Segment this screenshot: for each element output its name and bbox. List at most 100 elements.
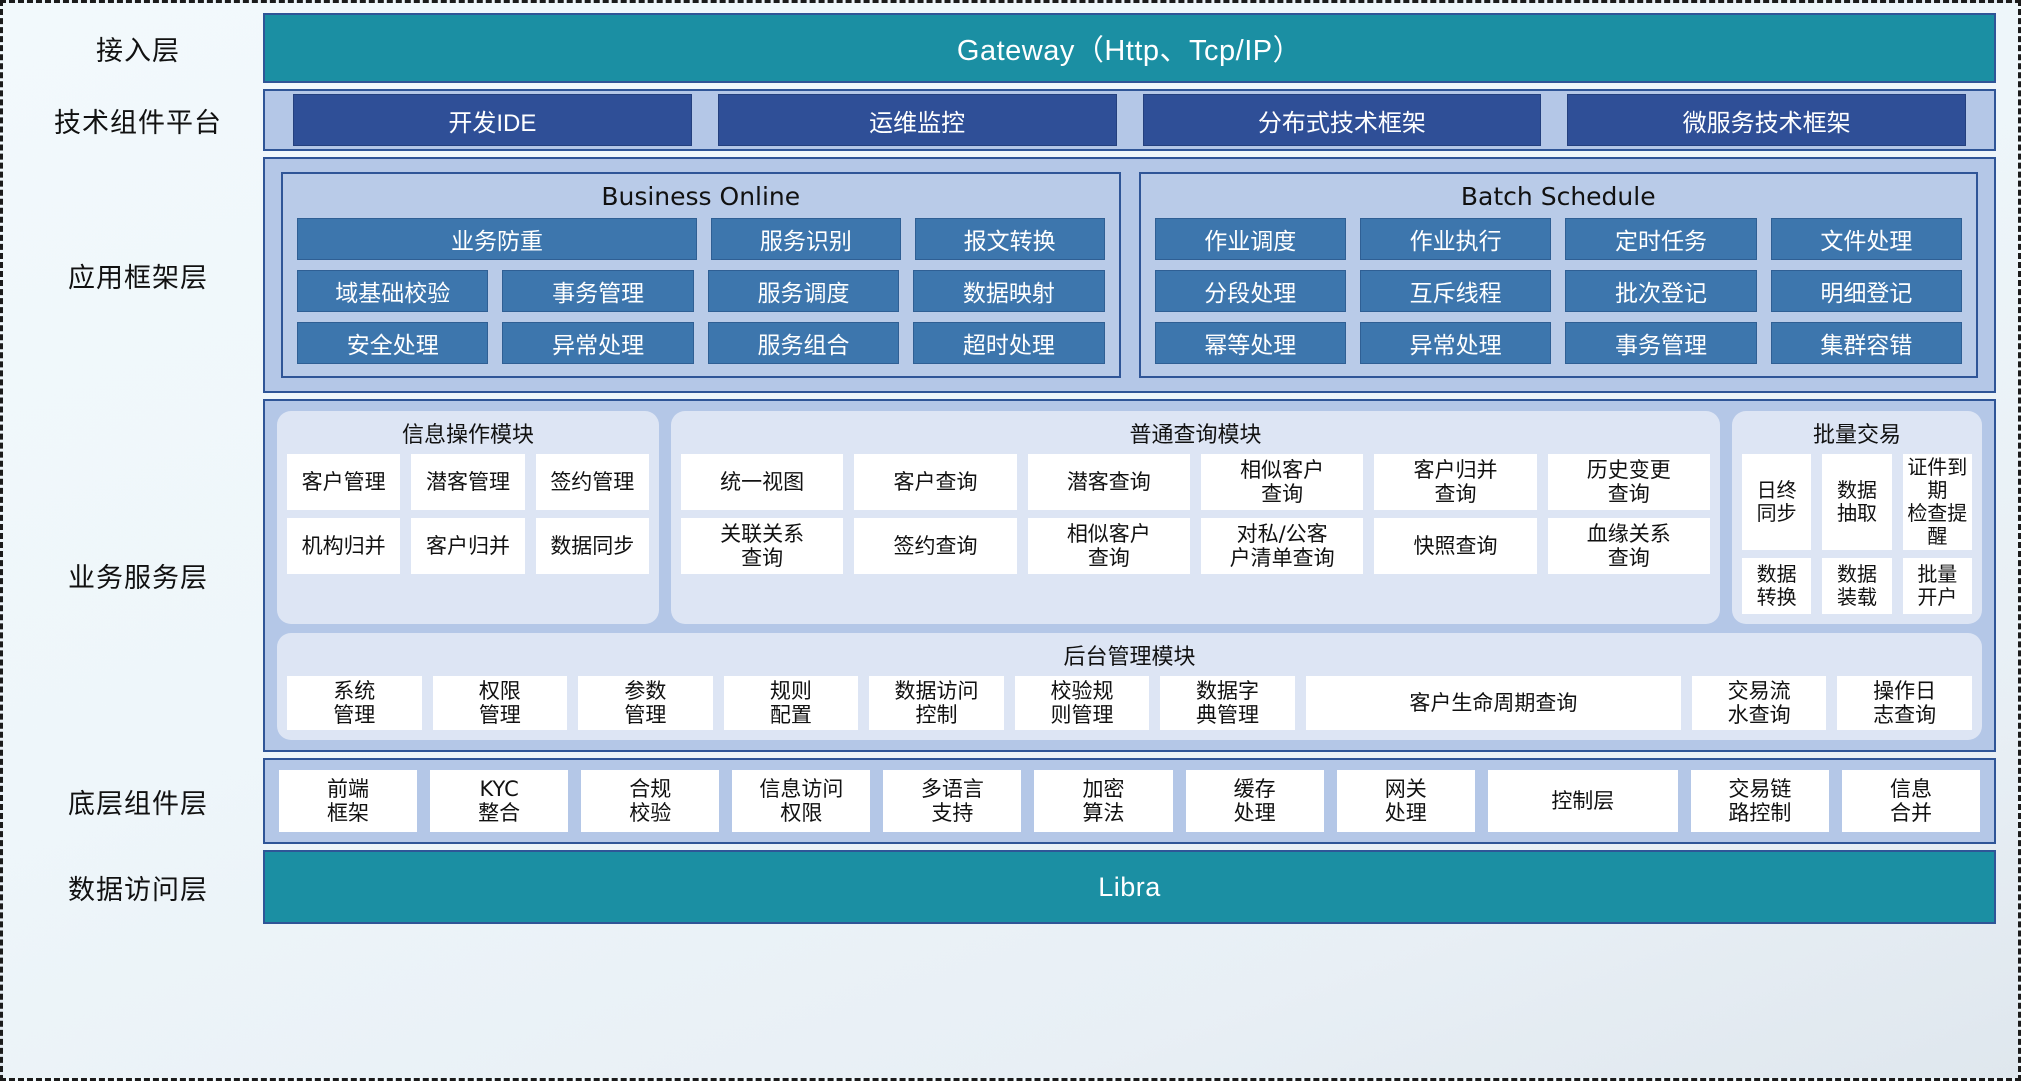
layer-label-business-service: 业务服务层 [68,563,208,594]
business-service-panel: 信息操作模块 客户管理 潜客管理 签约管理 机构归并 客户归并 [263,399,1996,752]
cell-data-dictionary-manage[interactable]: 数据字 典管理 [1160,676,1295,730]
cell-contract-query[interactable]: 签约查询 [854,518,1017,574]
chip-exception-process-batch[interactable]: 异常处理 [1359,322,1552,364]
cell-info-merge[interactable]: 信息 合并 [1841,770,1981,832]
chip-business-dedup[interactable]: 业务防重 [297,218,698,260]
cell-validation-rule-manage[interactable]: 校验规 则管理 [1014,676,1150,730]
cell-frontend-framework[interactable]: 前端 框架 [279,770,418,832]
chip-transaction-manage[interactable]: 事务管理 [502,270,694,312]
cell-data-access-control[interactable]: 数据访问 控制 [869,676,1004,730]
libra-bar[interactable]: Libra [263,850,1996,924]
cell-prospect-manage[interactable]: 潜客管理 [411,454,525,510]
chip-service-compose[interactable]: 服务组合 [707,322,900,364]
cell-lineage-query[interactable]: 血缘关系 查询 [1547,518,1710,574]
chip-file-process[interactable]: 文件处理 [1770,218,1962,260]
layer-data-access: 数据访问层 Libra [13,850,1996,924]
cell-prospect-query[interactable]: 潜客查询 [1027,454,1190,510]
cell-contract-manage[interactable]: 签约管理 [535,454,649,510]
batch-schedule-grid: 作业调度 作业执行 定时任务 文件处理 分段处理 互斥线程 批次登记 明细登记 [1154,218,1962,364]
chip-data-mapping[interactable]: 数据映射 [913,270,1105,312]
layer-access: 接入层 Gateway（Http、Tcp/IP） [13,13,1996,83]
cell-relation-query[interactable]: 关联关系 查询 [681,518,844,574]
module-backend-admin: 后台管理模块 系统 管理 权限 管理 参数 管理 规则 配置 数据访问 控制 校… [277,633,1982,740]
cell-multilanguage-support[interactable]: 多语言 支持 [883,770,1022,832]
chip-exception-process[interactable]: 异常处理 [502,322,694,364]
cell-transaction-flow-query[interactable]: 交易流 水查询 [1691,676,1827,730]
cell-unified-view[interactable]: 统一视图 [681,454,844,510]
grid-row: 幂等处理 异常处理 事务管理 集群容错 [1154,322,1962,364]
cell-similar-customer-query[interactable]: 相似客户 查询 [1200,454,1364,510]
cell-cert-expiry-reminder[interactable]: 证件到期 检查提醒 [1902,454,1972,550]
cell-private-public-customer-list-query[interactable]: 对私/公客 户清单查询 [1200,518,1364,574]
module-row: 关联关系 查询 签约查询 相似客户 查询 对私/公客 户清单查询 快照查询 血缘… [681,518,1710,574]
cell-customer-query[interactable]: 客户查询 [854,454,1017,510]
module-grid: 统一视图 客户查询 潜客查询 相似客户 查询 客户归并 查询 历史变更 查询 关… [681,454,1710,574]
cell-compliance-check[interactable]: 合规 校验 [581,770,720,832]
cell-data-extract[interactable]: 数据 抽取 [1822,454,1892,550]
group-business-online: Business Online 业务防重 服务识别 报文转换 域基础校验 事务管… [281,172,1121,378]
cell-customer-merge[interactable]: 客户归并 [411,518,525,574]
grid-row: 域基础校验 事务管理 服务调度 数据映射 [297,270,1105,312]
cell-transaction-chain-control[interactable]: 交易链 路控制 [1690,770,1829,832]
business-modules-row: 信息操作模块 客户管理 潜客管理 签约管理 机构归并 客户归并 [277,411,1982,624]
group-title-batch-schedule: Batch Schedule [1460,182,1656,211]
cell-customer-manage[interactable]: 客户管理 [287,454,401,510]
tech-chip-ops-monitor[interactable]: 运维监控 [717,94,1117,146]
chip-mutex-thread[interactable]: 互斥线程 [1359,270,1552,312]
cell-info-access-permission[interactable]: 信息访问 权限 [732,770,871,832]
module-title-info-operation: 信息操作模块 [401,423,534,448]
chip-service-schedule[interactable]: 服务调度 [707,270,900,312]
cell-data-transform[interactable]: 数据 转换 [1742,558,1812,614]
module-info-operation: 信息操作模块 客户管理 潜客管理 签约管理 机构归并 客户归并 [277,411,659,624]
cell-batch-account-open[interactable]: 批量 开户 [1902,558,1972,614]
cell-data-load[interactable]: 数据 装载 [1822,558,1892,614]
tech-chip-microservice-framework[interactable]: 微服务技术框架 [1567,94,1966,146]
chip-detail-register[interactable]: 明细登记 [1770,270,1962,312]
chip-timeout-process[interactable]: 超时处理 [913,322,1105,364]
module-title-common-query: 普通查询模块 [1129,423,1262,448]
cell-gateway-process[interactable]: 网关 处理 [1336,770,1475,832]
chip-security-process[interactable]: 安全处理 [297,322,489,364]
chip-domain-validate[interactable]: 域基础校验 [297,270,489,312]
layer-body-business-service: 信息操作模块 客户管理 潜客管理 签约管理 机构归并 客户归并 [263,399,1996,752]
module-grid: 客户管理 潜客管理 签约管理 机构归并 客户归并 数据同步 [287,454,649,574]
gateway-bar[interactable]: Gateway（Http、Tcp/IP） [263,13,1996,83]
cell-encryption-algorithm[interactable]: 加密 算法 [1034,770,1173,832]
cell-snapshot-query[interactable]: 快照查询 [1374,518,1537,574]
layer-bottom-components: 底层组件层 前端 框架 KYC 整合 合规 校验 信息访问 权限 多语言 支持 … [13,758,1996,844]
cell-permission-manage[interactable]: 权限 管理 [432,676,568,730]
cell-customer-merge-query[interactable]: 客户归并 查询 [1374,454,1537,510]
module-row: 客户管理 潜客管理 签约管理 [287,454,649,510]
chip-batch-register[interactable]: 批次登记 [1565,270,1757,312]
layer-business-service: 业务服务层 信息操作模块 客户管理 潜客管理 签约管理 [13,399,1996,752]
cell-system-manage[interactable]: 系统 管理 [287,676,422,730]
tech-chip-distributed-framework[interactable]: 分布式技术框架 [1142,94,1542,146]
chip-job-schedule[interactable]: 作业调度 [1154,218,1346,260]
cell-kyc-integration[interactable]: KYC 整合 [430,770,569,832]
cell-param-manage[interactable]: 参数 管理 [578,676,713,730]
chip-transaction-manage-batch[interactable]: 事务管理 [1565,322,1757,364]
bottom-components-panel: 前端 框架 KYC 整合 合规 校验 信息访问 权限 多语言 支持 加密 算法 … [263,758,1996,844]
cell-data-sync[interactable]: 数据同步 [535,518,649,574]
chip-cluster-fault-tolerance[interactable]: 集群容错 [1770,322,1962,364]
chip-message-convert[interactable]: 报文转换 [914,218,1105,260]
layer-body-bottom-components: 前端 框架 KYC 整合 合规 校验 信息访问 权限 多语言 支持 加密 算法 … [263,758,1996,844]
cell-similar-customer-query-2[interactable]: 相似客户 查询 [1027,518,1190,574]
cell-cache-process[interactable]: 缓存 处理 [1185,770,1324,832]
cell-control-layer[interactable]: 控制层 [1487,770,1678,832]
chip-segment-process[interactable]: 分段处理 [1154,270,1346,312]
layer-app-framework: 应用框架层 Business Online 业务防重 服务识别 报文转换 域 [13,157,1996,393]
layer-label-app-framework: 应用框架层 [68,262,208,294]
chip-idempotent-process[interactable]: 幂等处理 [1154,322,1346,364]
cell-eod-sync[interactable]: 日终 同步 [1742,454,1812,550]
cell-rule-config[interactable]: 规则 配置 [723,676,859,730]
chip-job-execute[interactable]: 作业执行 [1359,218,1552,260]
layer-stack: 接入层 Gateway（Http、Tcp/IP） 技术组件平台 开发IDE 运维… [3,3,2018,1078]
chip-timed-task[interactable]: 定时任务 [1565,218,1757,260]
cell-operation-log-query[interactable]: 操作日 志查询 [1837,676,1972,730]
tech-chip-ide[interactable]: 开发IDE [293,94,692,146]
cell-history-change-query[interactable]: 历史变更 查询 [1547,454,1710,510]
cell-customer-lifecycle-query[interactable]: 客户生命周期查询 [1305,676,1681,730]
cell-org-merge[interactable]: 机构归并 [287,518,401,574]
chip-service-identify[interactable]: 服务识别 [711,218,901,260]
